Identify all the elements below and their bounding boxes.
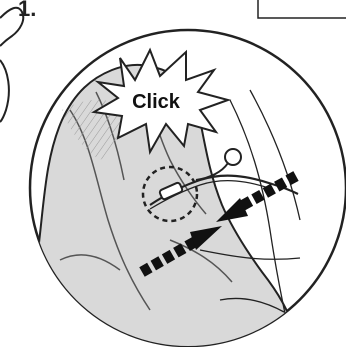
step-number: 1. xyxy=(18,0,36,21)
detail-circle: Click xyxy=(30,30,346,347)
caption-box-fragment xyxy=(258,0,346,18)
previous-step-fragment: 1. xyxy=(0,0,36,122)
click-label: Click xyxy=(132,91,181,113)
